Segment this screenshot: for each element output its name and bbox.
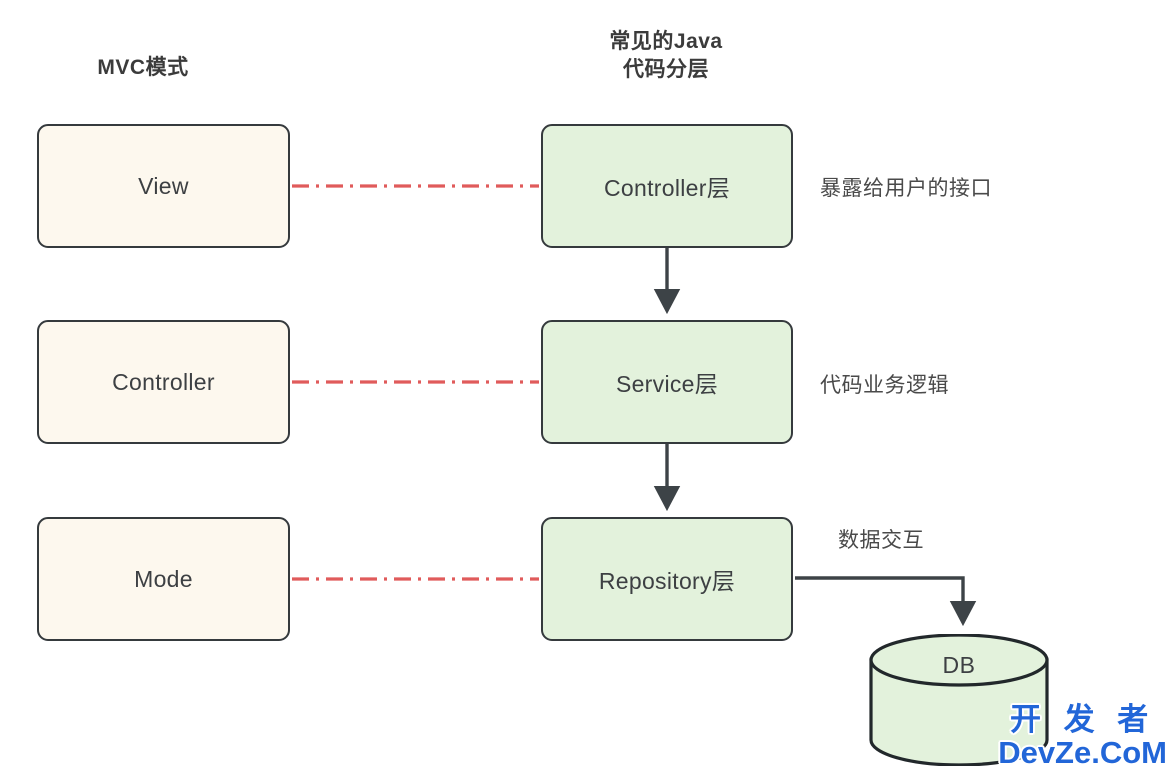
- column-heading-java: 常见的Java 代码分层: [609, 30, 723, 81]
- watermark-line-1: 开 发 者: [1009, 702, 1156, 737]
- node-controller-label: Controller: [112, 368, 215, 395]
- column-heading-mvc: MVC模式: [97, 56, 189, 79]
- node-database[interactable]: DB: [868, 633, 1050, 767]
- node-database-label: DB: [942, 652, 976, 678]
- node-view[interactable]: View: [37, 124, 290, 248]
- node-controller-layer[interactable]: Controller层: [541, 124, 793, 248]
- node-controller-layer-label: Controller层: [603, 175, 730, 201]
- annotation-database-link: 数据交互: [838, 529, 924, 552]
- watermark-line-2: DevZe.CoM: [998, 735, 1167, 770]
- node-service-layer-label: Service层: [615, 371, 719, 397]
- database-cylinder-icon: [869, 633, 1049, 767]
- watermark: 开 发 者 DevZe.CoM: [998, 704, 1167, 768]
- flow-arrow-repository-to-db: [795, 576, 977, 627]
- node-service-layer[interactable]: Service层: [541, 320, 793, 444]
- node-mode[interactable]: Mode: [37, 517, 290, 641]
- node-controller[interactable]: Controller: [37, 320, 290, 444]
- node-repository-layer-label: Repository层: [598, 568, 736, 594]
- node-mode-label: Mode: [134, 565, 193, 592]
- annotation-service-layer: 代码业务逻辑: [820, 374, 949, 397]
- node-view-label: View: [138, 172, 189, 199]
- annotation-controller-layer: 暴露给用户的接口: [820, 177, 992, 200]
- node-repository-layer[interactable]: Repository层: [541, 517, 793, 641]
